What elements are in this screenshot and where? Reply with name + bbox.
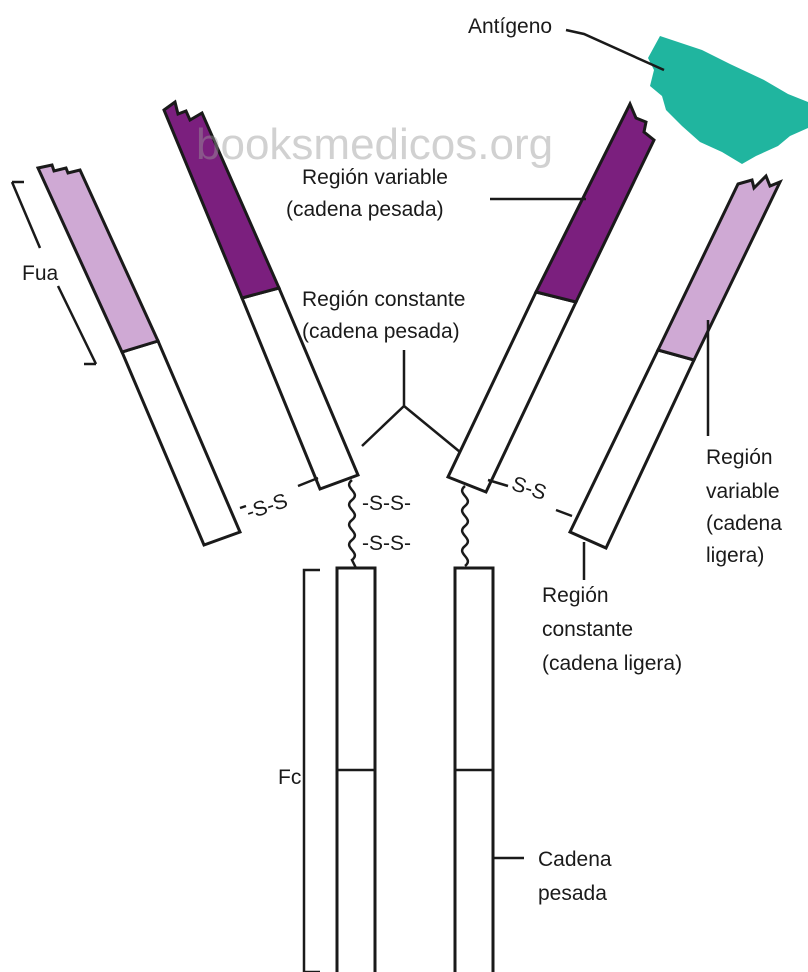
- heavy-chain-label-line2: pesada: [538, 882, 607, 905]
- constant-heavy-leader-line: [362, 350, 460, 452]
- constant-light-label-line2: constante: [542, 618, 633, 641]
- variable-light-label-line2: variable: [706, 480, 780, 503]
- right-light-chain-constant: [570, 350, 694, 548]
- variable-heavy-label-line1: Región variable: [302, 166, 448, 189]
- fc-bracket: [304, 570, 320, 972]
- left-heavy-chain-constant: [242, 288, 358, 489]
- constant-light-label-line1: Región: [542, 584, 609, 607]
- constant-heavy-label-line2: (cadena pesada): [302, 320, 460, 343]
- antigen-label: Antígeno: [468, 15, 552, 38]
- fc-label: Fc: [278, 766, 301, 789]
- variable-light-label-line1: Región: [706, 446, 773, 469]
- fab-label: Fua: [22, 262, 59, 285]
- hinge-disulfide-top: -S-S-: [362, 492, 411, 515]
- constant-light-label-line3: (cadena ligera): [542, 652, 682, 675]
- right-heavy-chain-constant: [448, 292, 576, 492]
- right-light-chain-variable: [658, 176, 780, 360]
- right-arm-bond-line-2: [556, 510, 572, 516]
- left-arm-bond-line-2: [298, 478, 318, 486]
- hinge-disulfide-bottom: -S-S-: [362, 532, 411, 555]
- heavy-chain-label-line1: Cadena: [538, 848, 612, 871]
- variable-light-label-line3: (cadena: [706, 512, 782, 535]
- variable-heavy-label-line2: (cadena pesada): [286, 198, 444, 221]
- right-arm-disulfide: S-S: [509, 472, 549, 505]
- variable-light-label-line4: ligera): [706, 544, 764, 567]
- left-light-chain-variable: [38, 165, 158, 352]
- antigen-leader-line: [566, 30, 664, 70]
- left-arm-disulfide: -S-S: [243, 489, 290, 524]
- constant-heavy-label-line1: Región constante: [302, 288, 465, 311]
- left-hinge-wavy: [349, 480, 356, 568]
- watermark: booksmedicos.org: [196, 120, 553, 169]
- antigen-shape: [648, 36, 808, 164]
- right-heavy-chain-variable: [536, 104, 654, 302]
- left-light-chain-constant: [122, 341, 240, 545]
- right-hinge-wavy: [462, 486, 468, 566]
